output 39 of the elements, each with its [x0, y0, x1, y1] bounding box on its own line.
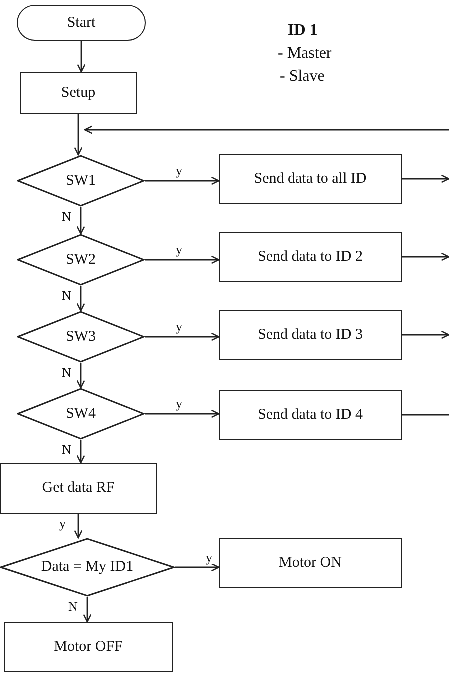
- terminator-box: Start: [17, 5, 146, 41]
- process-box: Send data to all ID: [219, 154, 402, 204]
- decision-diamond: SW3: [17, 311, 145, 363]
- process-box: Motor ON: [219, 538, 402, 588]
- arrow: [76, 440, 86, 464]
- process-box: Send data to ID 4: [219, 390, 402, 440]
- arrow: [145, 256, 220, 264]
- arrow: [84, 126, 449, 134]
- decision-diamond: SW2: [17, 234, 145, 286]
- arrow: [77, 41, 86, 73]
- edge-label: N: [61, 366, 72, 379]
- list-item: - Master: [278, 45, 332, 63]
- process-box: Send data to ID 2: [219, 232, 402, 282]
- edge-label: N: [68, 600, 79, 613]
- arrow: [145, 332, 220, 342]
- edge-label: N: [61, 289, 72, 302]
- arrow: [145, 176, 220, 186]
- arrow: [76, 207, 86, 235]
- decision-diamond: Data = My ID1: [0, 538, 175, 597]
- arrow: [74, 514, 83, 539]
- decision-diamond: SW1: [17, 155, 145, 207]
- arrow: [74, 114, 83, 156]
- arrow: [76, 363, 86, 389]
- process-box: Get data RF: [0, 463, 157, 514]
- arrow: [402, 330, 449, 340]
- arrow: [402, 174, 449, 184]
- process-box: Motor OFF: [4, 622, 173, 672]
- arrow: [145, 410, 220, 418]
- arrow: [175, 563, 220, 572]
- arrow: [83, 597, 92, 623]
- arrow: [76, 286, 86, 312]
- decision-diamond: SW4: [17, 388, 145, 440]
- edge-label: N: [61, 443, 72, 456]
- process-box: Setup: [20, 72, 137, 114]
- process-box: Send data to ID 3: [219, 310, 402, 360]
- list-item: - Slave: [280, 68, 325, 86]
- edge-label: N: [61, 210, 72, 223]
- arrow: [402, 252, 449, 262]
- heading: ID 1: [288, 22, 318, 40]
